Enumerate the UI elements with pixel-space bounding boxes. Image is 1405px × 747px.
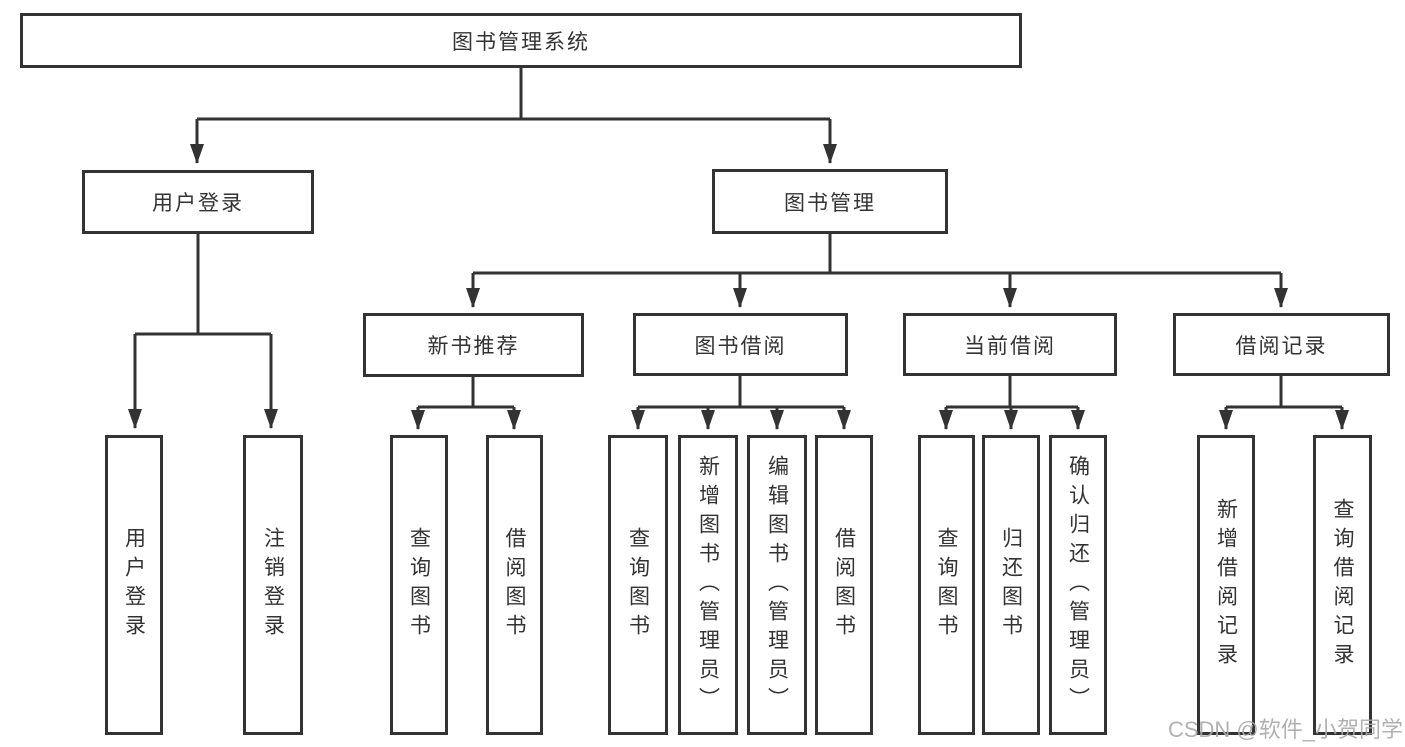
node-leaf-logout: 注销登录 [243, 435, 303, 735]
node-leaf-query-book-recommend: 查询图书 [390, 435, 448, 735]
node-leaf-query-borrow-record: 查询借阅记录 [1313, 435, 1372, 735]
node-leaf-borrow-book-recommend: 借阅图书 [486, 435, 543, 735]
node-borrow-record: 借阅记录 [1173, 313, 1390, 376]
node-leaf-add-borrow-record: 新增借阅记录 [1197, 435, 1255, 735]
node-current-borrow: 当前借阅 [903, 313, 1117, 376]
node-library-system: 图书管理系统 [20, 13, 1022, 68]
node-user-login: 用户登录 [82, 170, 314, 234]
node-leaf-query-book-current: 查询图书 [918, 435, 975, 735]
node-leaf-query-book-borrow: 查询图书 [608, 435, 668, 735]
node-leaf-edit-book-admin: 编辑图书（管理员） [747, 435, 807, 735]
node-leaf-return-book: 归还图书 [982, 435, 1040, 735]
node-new-book-recommend: 新书推荐 [363, 313, 584, 377]
node-leaf-user-login: 用户登录 [105, 435, 163, 735]
node-leaf-add-book-admin: 新增图书（管理员） [678, 435, 738, 735]
node-book-borrow: 图书借阅 [633, 313, 848, 376]
node-leaf-borrow-book-borrow: 借阅图书 [815, 435, 873, 735]
node-leaf-confirm-return-admin: 确认归还（管理员） [1049, 435, 1107, 735]
node-book-management: 图书管理 [712, 169, 948, 234]
csdn-watermark: CSDN @软件_小贺同学 [1167, 717, 1403, 742]
